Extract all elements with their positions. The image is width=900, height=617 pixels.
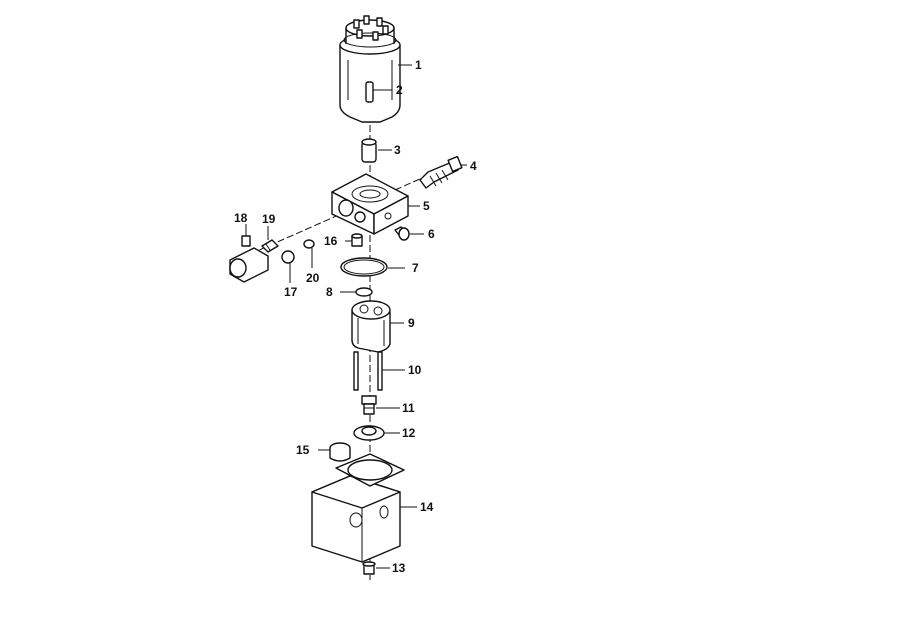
callout-15: 15 [296, 443, 310, 457]
pump-bolts-drawing [353, 351, 383, 391]
callout-11: 11 [402, 401, 415, 415]
electric-motor-drawing [339, 15, 401, 123]
callout-1: 1 [415, 58, 422, 72]
relief-valve-drawing [419, 155, 463, 189]
drain-screw-drawing [362, 561, 376, 575]
o-ring-small-drawing [355, 287, 373, 297]
solenoid-drawing [229, 235, 279, 283]
leader-lines [245, 64, 467, 569]
callout-8: 8 [326, 285, 333, 299]
callout-6: 6 [428, 227, 435, 241]
callout-4: 4 [470, 159, 477, 173]
callout-17: 17 [284, 285, 298, 299]
check-valve-drawing [351, 233, 363, 247]
suction-fitting-drawing [361, 395, 377, 415]
callout-20: 20 [306, 271, 320, 285]
plug-drawing [394, 226, 410, 241]
filler-cap-drawing [329, 442, 351, 462]
callout-12: 12 [402, 426, 416, 440]
callout-18: 18 [234, 211, 248, 225]
callout-13: 13 [392, 561, 406, 575]
callout-9: 9 [408, 316, 415, 330]
callout-5: 5 [423, 199, 430, 213]
coupling-drawing [361, 138, 377, 163]
valve-body-drawing [331, 173, 409, 235]
motor-shaft-pin-drawing [365, 81, 374, 103]
callout-16: 16 [324, 234, 338, 248]
callout-19: 19 [262, 212, 276, 226]
o-ring-large-inner [343, 259, 385, 275]
port-plug-drawing [281, 250, 295, 264]
callout-2: 2 [396, 83, 403, 97]
callout-7: 7 [412, 261, 419, 275]
callout-14: 14 [420, 500, 434, 514]
reservoir-tank-drawing [311, 453, 405, 563]
gear-pump-drawing [351, 300, 391, 353]
small-plug-drawing [303, 239, 315, 249]
callout-3: 3 [394, 143, 401, 157]
filter-washer-drawing [353, 425, 385, 441]
o-ring-large-drawing [340, 257, 388, 277]
callout-10: 10 [408, 363, 422, 377]
